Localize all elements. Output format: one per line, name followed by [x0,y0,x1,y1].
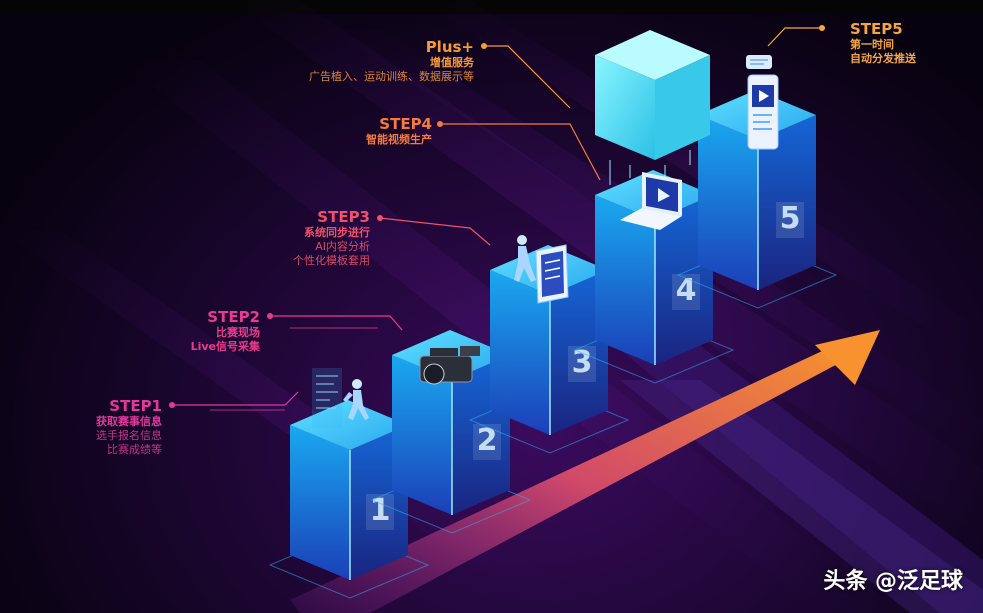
step1-line3: 比赛成绩等 [107,443,162,456]
step4-label: STEP4 智能视频生产 [330,115,432,147]
step5-title: STEP5 [850,20,903,38]
step4-line1: 智能视频生产 [366,133,432,146]
cube-side-face [550,270,608,435]
cube-number-panel [568,346,596,382]
data-readout-icon [312,368,342,428]
step1-line2: 选手报名信息 [96,429,162,442]
cube-top-face [290,400,408,450]
cube-number-panel [672,274,700,310]
step3-line1: 系统同步进行 [304,226,370,239]
step5-label: STEP5 第一时间 自动分发推送 [850,20,916,66]
leader-lines [169,25,825,411]
plus-label: Plus+ 增值服务 广告植入、运动训练、数据展示等 [276,38,474,84]
laptop-video-icon [620,172,682,230]
cube-front-face [490,270,550,435]
plus-line2: 广告植入、运动训练、数据展示等 [309,70,474,83]
step2-line2: Live信号采集 [190,340,260,353]
step3-line3: 个性化模板套用 [293,254,370,267]
plus-line1: 增值服务 [430,56,474,69]
step5-line2: 自动分发推送 [850,52,916,65]
cube-number-panel [366,494,394,530]
upward-arrow-icon [290,330,880,613]
cloud-cube-icon [595,30,710,185]
cube-number-panel [473,424,501,460]
cube-number-2: 2 [477,423,498,458]
step5-line1: 第一时间 [850,38,894,51]
runner-icon-2 [514,235,536,282]
phone-video-icon [746,55,779,150]
plus-title: Plus+ [425,38,474,56]
tablet-icon [535,244,569,304]
cubes-group: 1 2 3 4 5 [268,90,838,599]
step1-label: STEP1 获取赛事信息 选手报名信息 比赛成绩等 [60,397,162,457]
step2-title: STEP2 [207,308,260,326]
step2-label: STEP2 比赛现场 Live信号采集 [150,308,260,354]
cube-number-4: 4 [676,273,697,308]
step2-line1: 比赛现场 [216,326,260,339]
cube-front-face [290,425,350,580]
step3-title: STEP3 [317,208,370,226]
cube-front-face [595,195,655,365]
step1-title: STEP1 [109,397,162,415]
cube-number-3: 3 [572,345,593,380]
watermark: 头条 @泛足球 [823,569,963,594]
cube-front-face [392,355,452,515]
video-camera-icon [419,346,480,385]
cube-number-1: 1 [370,493,391,528]
step1-line1: 获取赛事信息 [96,415,162,428]
step3-label: STEP3 系统同步进行 AI内容分析 个性化模板套用 [260,208,370,268]
cube-front-face [698,115,758,290]
cube-number-panel [776,202,804,238]
runner-icon [343,379,369,420]
cube-number-5: 5 [780,201,801,236]
step4-title: STEP4 [379,115,432,133]
cube-side-face [758,115,816,290]
step3-line2: AI内容分析 [315,240,370,253]
